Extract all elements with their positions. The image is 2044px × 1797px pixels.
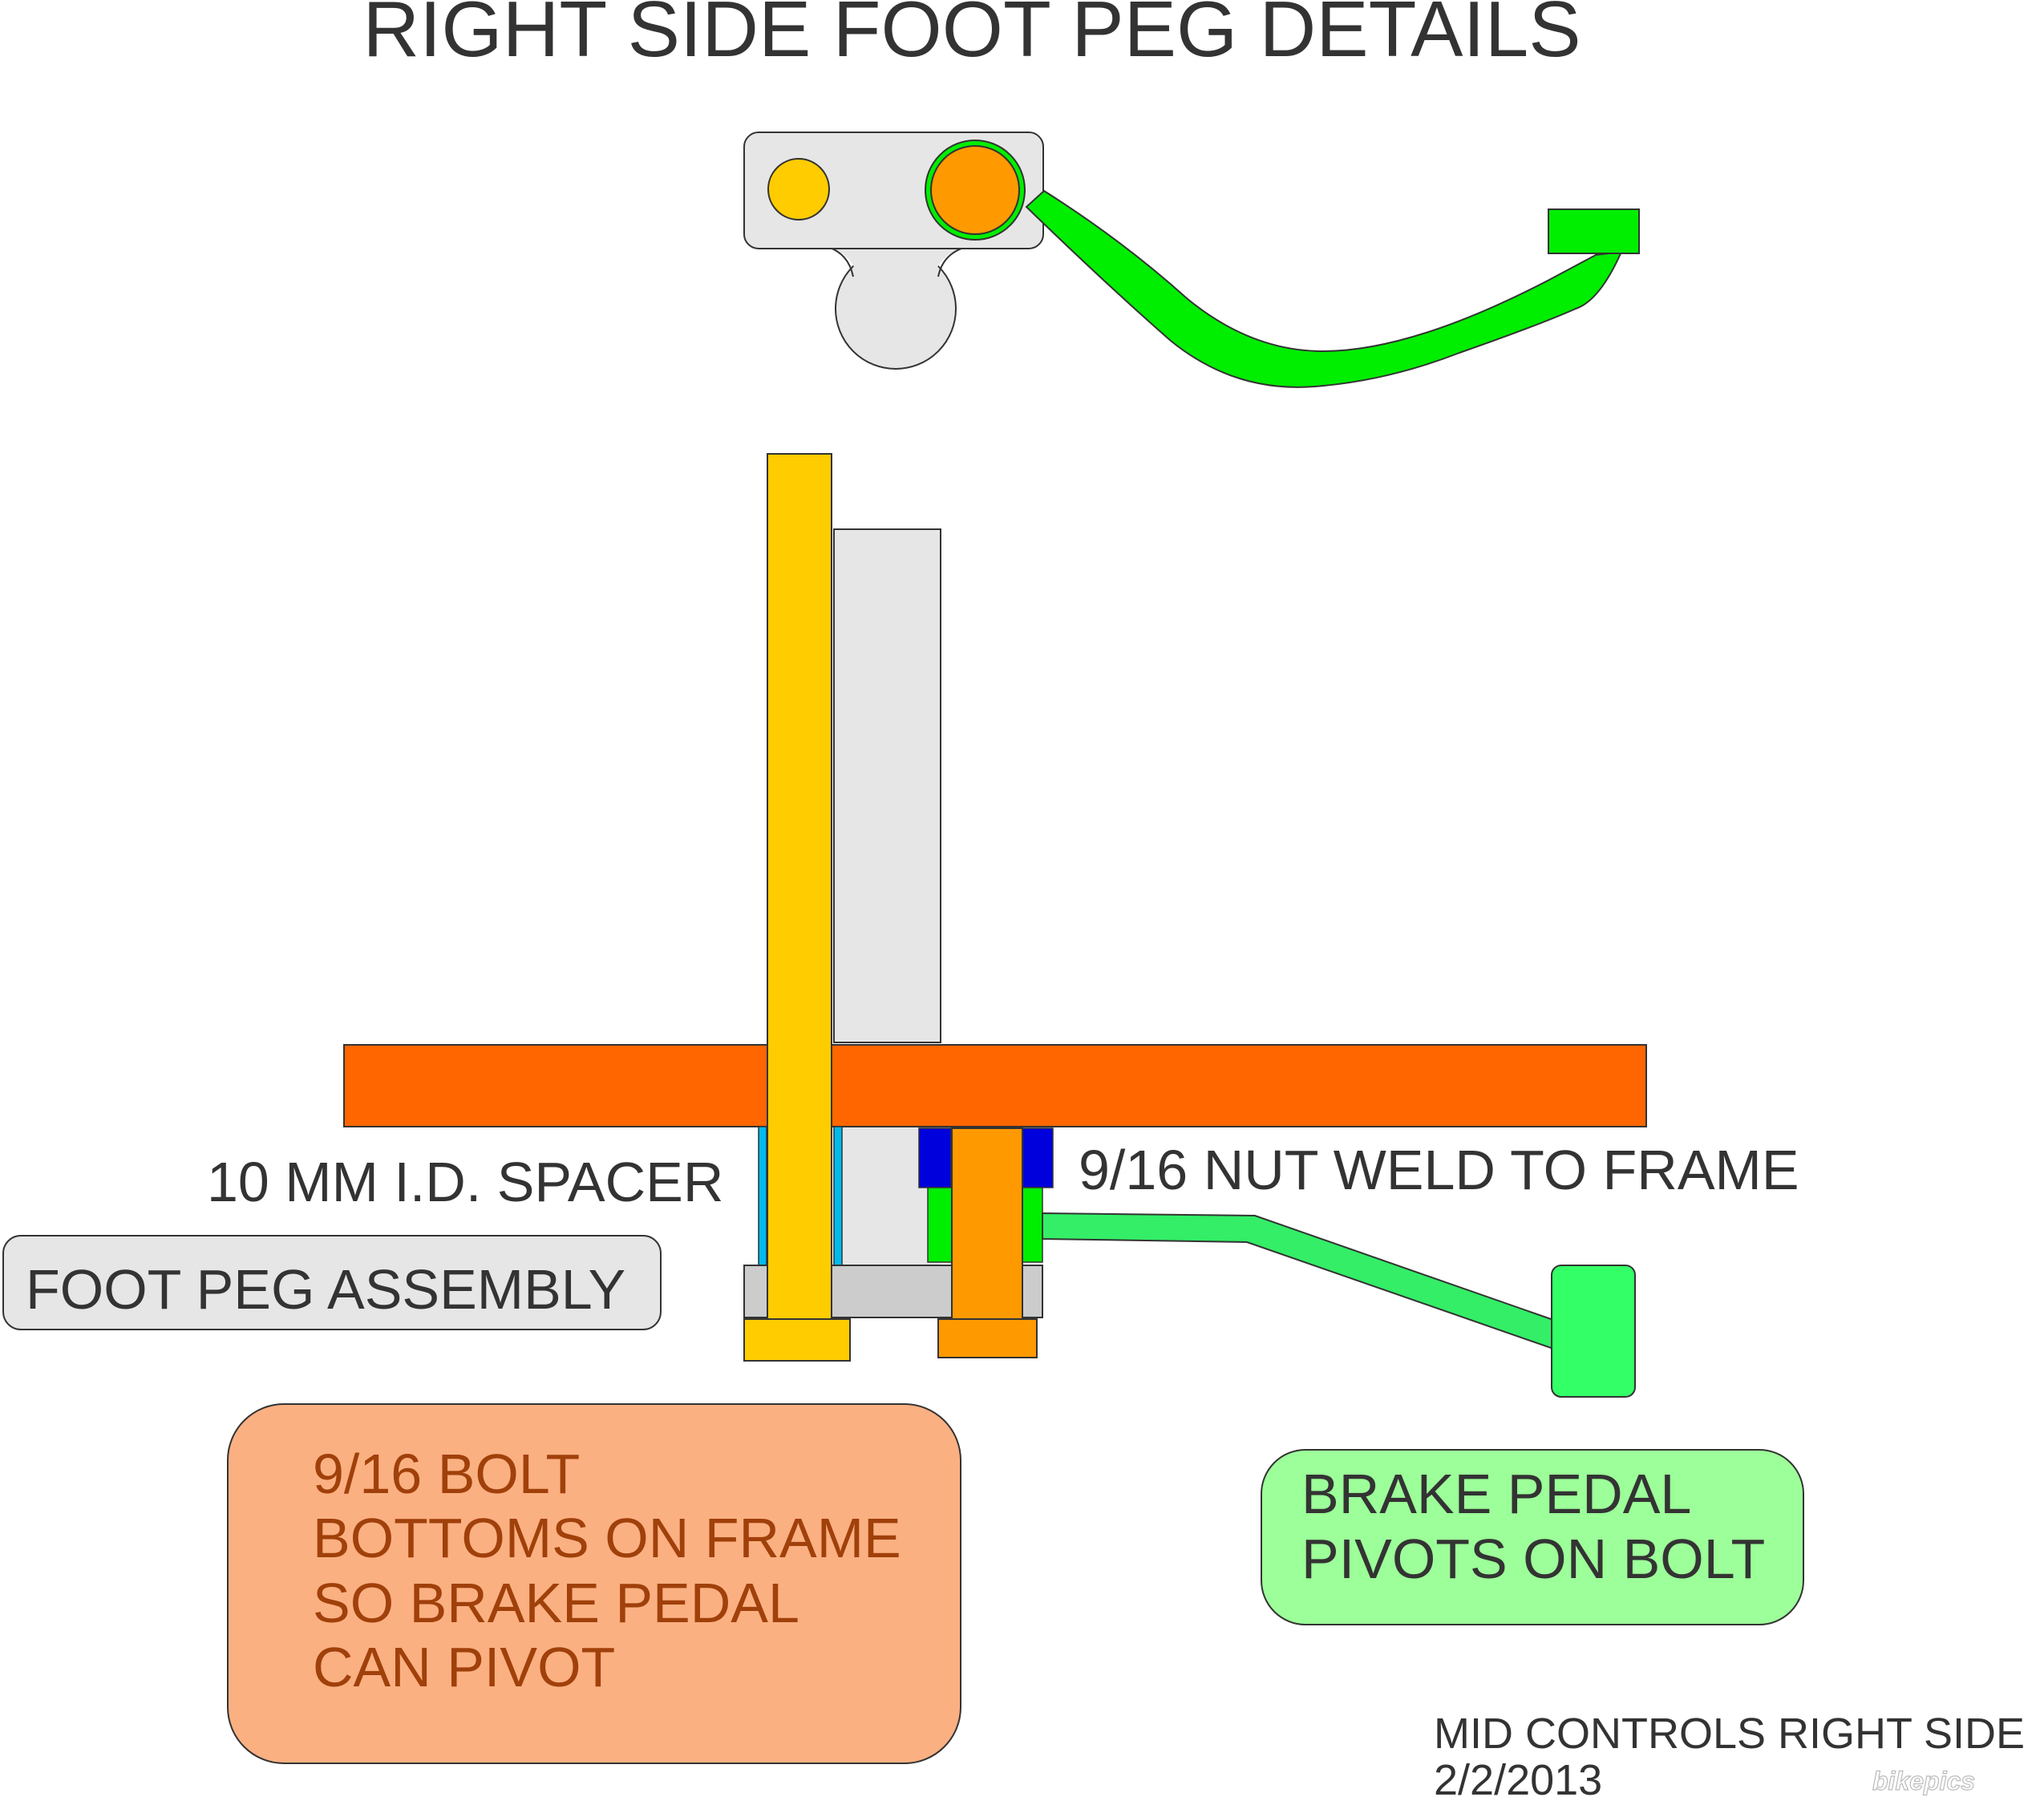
side-view-bracket: [833, 528, 941, 1043]
top-view: [743, 132, 1640, 388]
side-view: [343, 453, 1647, 1398]
pedal-sleeve-right: [1022, 1187, 1043, 1263]
weld-nut-right: [1022, 1127, 1054, 1188]
top-view-pivot: [930, 145, 1020, 235]
watermark: bikepics: [1872, 1767, 1975, 1795]
bolt-head: [743, 1318, 851, 1362]
bolt-shaft: [767, 453, 832, 1321]
bolt-callout-line-3: SO BRAKE PEDAL: [313, 1572, 799, 1634]
brake-callout-box: [1261, 1449, 1804, 1625]
bolt-callout-line-2: BOTTOMS ON FRAME: [313, 1507, 901, 1569]
brake-pedal-arm: [1042, 1212, 1556, 1351]
footer-date: 2/2/2013: [1434, 1756, 1602, 1797]
bolt-callout-box: [227, 1403, 961, 1764]
top-view-fillet: [828, 247, 966, 273]
footer-title: MID CONTROLS RIGHT SIDE: [1434, 1710, 2025, 1758]
bolt-callout-line-1: 9/16 BOLT: [313, 1443, 580, 1505]
foot-peg-assembly-label: FOOT PEG ASSEMBLY: [26, 1258, 625, 1321]
diagram-title: RIGHT SIDE FOOT PEG DETAILS: [362, 0, 1581, 73]
weld-nut-left: [918, 1127, 952, 1188]
top-view-pedal-pad: [1548, 208, 1640, 254]
pedal-sleeve-left: [927, 1187, 953, 1263]
spacer-left-wall: [758, 1126, 767, 1268]
spacer-label: 10 MM I.D. SPACER: [207, 1151, 723, 1213]
bolt-callout-line-4: CAN PIVOT: [313, 1636, 615, 1698]
brake-callout-line-1: BRAKE PEDAL: [1301, 1463, 1691, 1525]
nut-label: 9/16 NUT WELD TO FRAME: [1079, 1139, 1799, 1201]
frame-rail: [343, 1044, 1647, 1127]
pivot-bolt-shaft: [951, 1127, 1023, 1321]
pivot-bolt-head: [937, 1318, 1038, 1358]
brake-pedal-pad: [1551, 1265, 1636, 1398]
foot-peg-assembly-badge: [2, 1235, 662, 1330]
top-view-bolt-head: [767, 158, 830, 221]
brake-callout-line-2: PIVOTS ON BOLT: [1301, 1528, 1765, 1590]
spacer-right-wall: [833, 1126, 843, 1268]
top-view-pedal-arm: [1025, 189, 1623, 388]
